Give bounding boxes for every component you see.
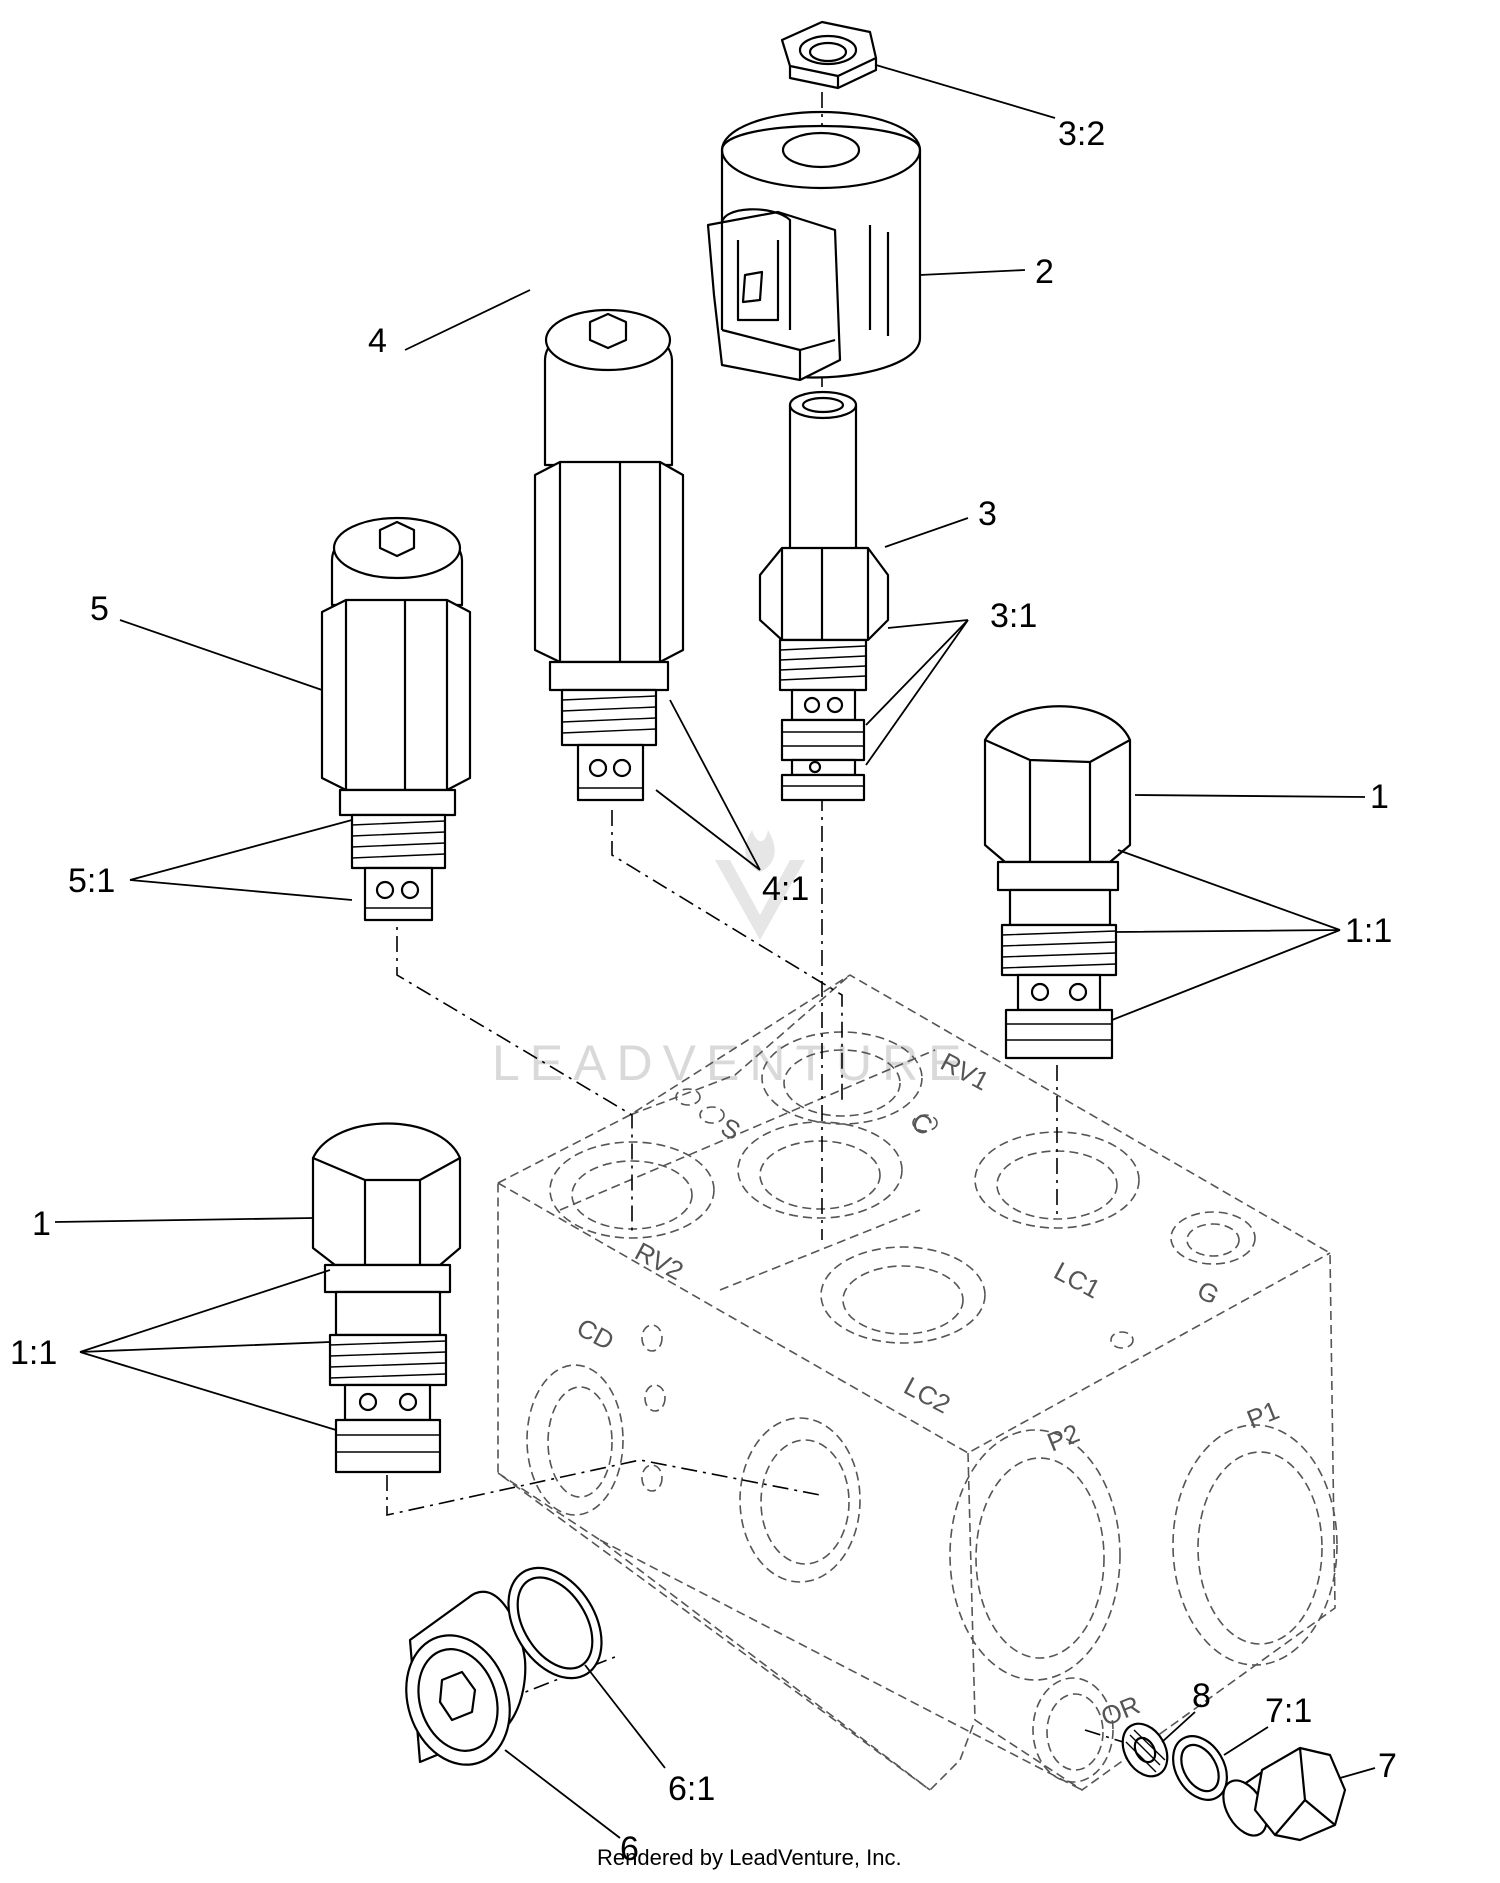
part-1-check-cartridge-right [983, 705, 1132, 1060]
callout-4-1: 4:1 [762, 870, 809, 908]
callout-labels: 3:2 2 4 3 5 3:1 1 1:1 5:1 4:1 1 1:1 8 7:… [10, 115, 1397, 1868]
rendered-by-credit: Rendered by LeadVenture, Inc. [597, 1845, 902, 1870]
callout-7-1: 7:1 [1265, 1692, 1312, 1730]
port-cd [526, 1364, 624, 1516]
part-3-2-nut [780, 20, 878, 90]
part-3-solenoid-cartridge [758, 390, 890, 802]
leader-lines [54, 64, 1376, 1839]
callout-5: 5 [90, 590, 109, 628]
pilot-hole-2 [699, 1106, 725, 1124]
callout-6: 6 [620, 1830, 639, 1868]
callout-8: 8 [1192, 1677, 1211, 1715]
pilot-hole-4 [1110, 1331, 1134, 1349]
port-side-large [739, 1417, 861, 1583]
callout-4: 4 [368, 322, 387, 360]
part-8-orifice [1121, 1722, 1169, 1778]
pilot-hole-1 [675, 1088, 701, 1106]
label-cd: CD [572, 1312, 619, 1356]
callout-1-left: 1 [32, 1205, 51, 1243]
label-lc2: LC2 [899, 1371, 955, 1420]
callout-1-1-left: 1:1 [10, 1334, 57, 1372]
side-hole-2 [644, 1384, 666, 1412]
port-or [1032, 1677, 1114, 1783]
label-p1: P1 [1243, 1395, 1284, 1435]
label-c: C [907, 1106, 938, 1141]
part-2-solenoid-coil [706, 110, 922, 382]
label-g: G [1192, 1275, 1224, 1311]
callout-3-2: 3:2 [1058, 115, 1105, 153]
callout-5-1: 5:1 [68, 862, 115, 900]
leadventure-watermark: LEADVENTURE [492, 830, 972, 1091]
manifold-block: RV1 S C RV2 LC1 G CD LC2 P2 P1 OR [497, 974, 1338, 1792]
side-hole-3 [641, 1464, 663, 1492]
port-p1 [1172, 1424, 1338, 1666]
part-6-plug [405, 1590, 527, 1766]
callout-1-right: 1 [1370, 778, 1389, 816]
part-1-check-cartridge-left [311, 1122, 462, 1474]
callout-3: 3 [978, 495, 997, 533]
callout-7: 7 [1378, 1747, 1397, 1785]
port-lc2 [820, 1246, 986, 1344]
label-lc1: LC1 [1049, 1256, 1105, 1305]
part-5-relief-cartridge [320, 516, 472, 922]
watermark-text: LEADVENTURE [492, 1035, 972, 1091]
port-p2 [949, 1429, 1121, 1681]
part-7-1-o-ring [1172, 1735, 1228, 1801]
label-p2: P2 [1043, 1418, 1084, 1458]
side-hole-1 [641, 1324, 663, 1352]
port-g [1170, 1211, 1256, 1265]
callout-1-1-right: 1:1 [1345, 912, 1392, 950]
part-7-plug [1222, 1746, 1347, 1842]
callout-3-1: 3:1 [990, 597, 1037, 635]
pilot-hole-3 [912, 1114, 938, 1132]
callout-2: 2 [1035, 253, 1054, 291]
part-6-1-o-ring [507, 1566, 603, 1680]
port-s-main [737, 1121, 903, 1219]
part-4-relief-cartridge [533, 308, 685, 802]
callout-6-1: 6:1 [668, 1770, 715, 1808]
label-rv2: RV2 [630, 1236, 688, 1286]
